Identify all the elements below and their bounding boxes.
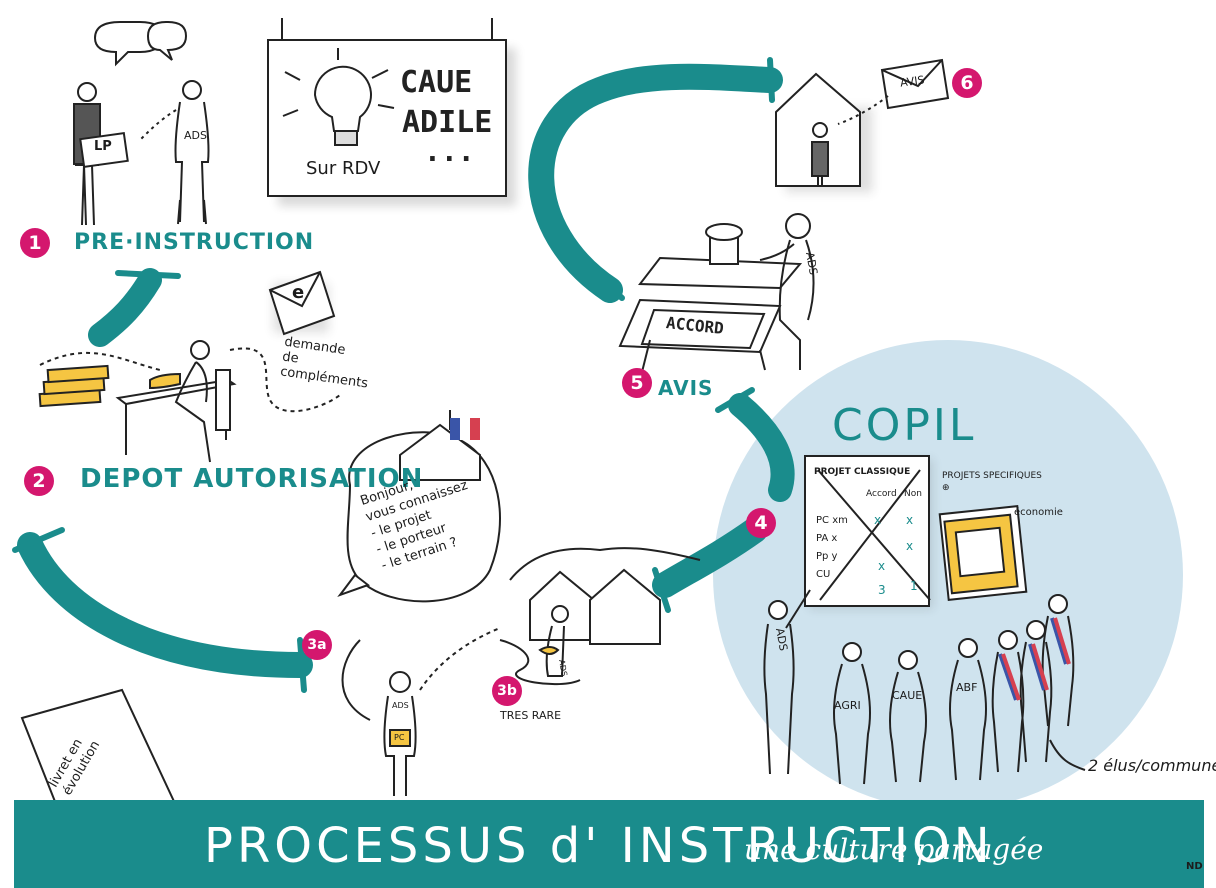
arrow-4-to-houses xyxy=(652,517,768,598)
copil-count-non: 1 xyxy=(910,579,918,593)
step-6-badge: 6 xyxy=(952,68,982,98)
files-stack-icon xyxy=(38,364,110,408)
arrow-5-to-6 xyxy=(528,63,783,303)
lightbulb-icon xyxy=(282,48,395,146)
sign-line-adile: ADILE xyxy=(402,105,493,140)
copil-col-non: Non xyxy=(904,489,922,499)
step-4-badge: 4 xyxy=(746,508,776,538)
arrow-1-to-2 xyxy=(88,268,162,347)
arrow-2-to-3a xyxy=(17,532,313,678)
copil-mark-2: x xyxy=(906,513,914,527)
step-5-label: AVIS xyxy=(658,376,714,400)
sash-marks xyxy=(998,617,1071,701)
dialog-scene xyxy=(337,410,501,796)
copil-col-accord: Accord xyxy=(866,489,897,499)
copil-row-pa: PA x xyxy=(816,533,838,544)
copil-person-caue: CAUE xyxy=(892,689,923,702)
house-6-scene xyxy=(775,58,950,193)
main-title: PROCESSUS d' INSTRUCTION xyxy=(204,818,994,874)
sign-note: Sur RDV xyxy=(306,158,381,179)
step-2-badge: 2 xyxy=(24,466,54,496)
houses-ads-tag: ADS xyxy=(556,658,569,677)
accord-ads-tag: ADS xyxy=(803,251,820,276)
copil-board-title: PROJET CLASSIQUE xyxy=(814,467,911,477)
copil-person-ads: ADS xyxy=(773,627,790,652)
copil-side-note: économie xyxy=(1014,507,1063,518)
envelope-symbol: e xyxy=(292,282,305,303)
copil-mark-1: x xyxy=(874,513,882,527)
copil-side-title: PROJETS SPECIFIQUES ⊕ xyxy=(942,471,1042,493)
signature: ND xyxy=(1186,861,1203,872)
copil-title: COPIL xyxy=(832,400,977,451)
copil-person-agri: AGRI xyxy=(834,699,861,712)
flow-arrows xyxy=(12,57,795,693)
depot-scene xyxy=(38,340,341,463)
sign-line-caue: CAUE xyxy=(400,65,473,100)
ads-tag: ADS xyxy=(184,129,207,142)
envelope-avis-icon xyxy=(880,58,950,110)
copil-mark-3: x xyxy=(906,539,914,553)
copil-scene xyxy=(763,455,1086,785)
subtitle: une culture partagée xyxy=(744,833,1044,866)
copil-note: 2 élus/commune xyxy=(1088,756,1216,775)
village-house-flag-icon xyxy=(399,410,481,481)
sign-line-ellipsis: ... xyxy=(424,135,475,168)
envelope-e-icon xyxy=(268,270,336,336)
step-3b-label: TRES RARE xyxy=(500,709,562,722)
step-1-badge: 1 xyxy=(20,228,50,258)
sign-board xyxy=(267,18,516,206)
copil-row-cu: CU xyxy=(816,569,831,580)
walker-pc-tag: PC xyxy=(394,733,405,742)
accord-scene xyxy=(618,213,815,381)
footer-band: PROCESSUS d' INSTRUCTION une culture par… xyxy=(14,800,1204,888)
copil-mark-4: x xyxy=(878,559,886,573)
copil-row-pc: PC xm xyxy=(816,515,848,526)
copil-row-pp: Pp y xyxy=(816,551,838,562)
step-1-label: PRE·INSTRUCTION xyxy=(74,230,315,255)
pre-instruction-scene xyxy=(73,21,210,226)
lp-tag: LP xyxy=(94,139,112,154)
step-3a-badge: 3a xyxy=(302,630,332,660)
step-5-badge: 5 xyxy=(622,368,652,398)
copil-count-accord: 3 xyxy=(878,583,886,597)
arrow-5-to-4 xyxy=(728,393,795,502)
copil-person-abf: ABF xyxy=(956,681,978,694)
step-3b-badge: 3b xyxy=(492,676,522,706)
step-6-envelope-label: AVIS xyxy=(899,73,926,90)
houses-3b-scene xyxy=(499,547,701,686)
step-2-label: DEPOT AUTORISATION xyxy=(80,464,424,494)
walker-ads-tag: ADS xyxy=(392,701,409,710)
